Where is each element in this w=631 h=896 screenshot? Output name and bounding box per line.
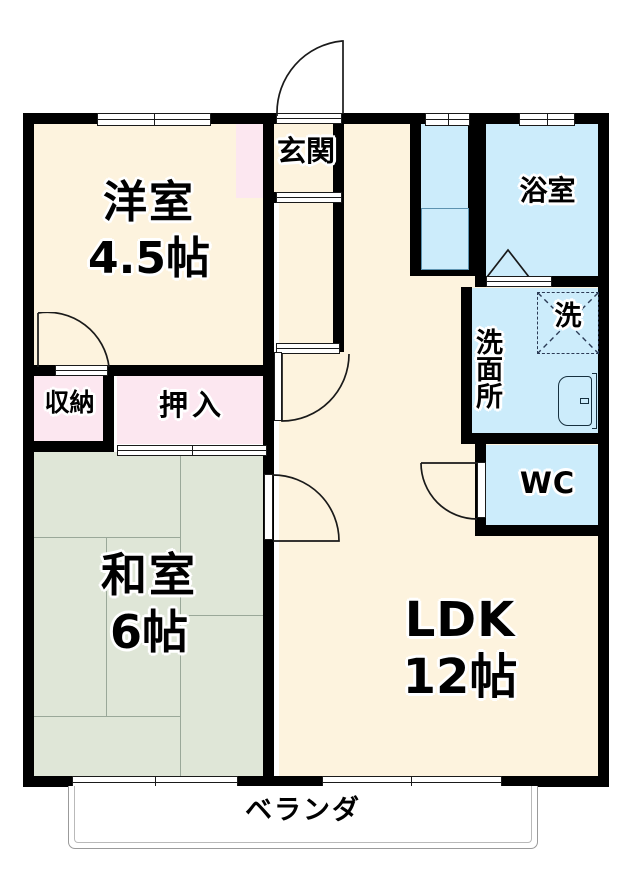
entrance-door-panel[interactable] xyxy=(276,113,342,124)
wall-yoshitsu-right-lower xyxy=(263,198,274,376)
room-fill-yoshitsu xyxy=(31,121,267,375)
label-yoshitsu-size: 4.5帖 xyxy=(88,233,210,284)
label-ldk-size: 12帖 xyxy=(402,649,518,705)
bath-folding-door-icon xyxy=(486,248,530,278)
washer-label: 洗 xyxy=(554,301,582,332)
room-fill-washitsu xyxy=(31,452,267,783)
tatami-seam xyxy=(180,615,267,617)
entrance-door-swing-arc xyxy=(276,40,344,116)
tatami-seam xyxy=(31,716,181,718)
label-wc: WC xyxy=(519,466,576,500)
wall-closet-divider xyxy=(103,365,114,452)
room-fill-wc xyxy=(486,445,609,535)
wall-yoshitsu-right-upper xyxy=(263,113,274,203)
closet-sliding-doors[interactable] xyxy=(117,445,267,456)
wall-bath-left xyxy=(475,113,486,279)
bedroom-window[interactable] xyxy=(97,113,211,126)
veranda-outline xyxy=(68,786,538,849)
label-yokushitsu: 浴室 xyxy=(519,174,576,207)
wall-hall-left xyxy=(263,365,274,463)
wc-door-swing-arc xyxy=(420,462,478,520)
hall-door-swing-arc xyxy=(281,353,351,422)
washing-machine-icon xyxy=(537,292,599,354)
label-washitsu-name: 和室 xyxy=(101,548,197,602)
veranda-outline-inner xyxy=(74,786,532,843)
wall-hall-right-upper xyxy=(333,198,344,352)
tatami-seam xyxy=(106,537,108,717)
bedroom-door-swing-arc xyxy=(37,311,111,368)
bathtub-icon xyxy=(421,208,469,270)
wall-wc-bottom xyxy=(475,525,609,536)
exterior-wall-bottom xyxy=(23,776,609,787)
label-senmenjo: 洗面所 xyxy=(471,327,502,409)
label-washitsu-size: 6帖 xyxy=(109,605,188,659)
room-fill-shuno xyxy=(31,375,108,444)
genkan-inner-door[interactable] xyxy=(276,192,342,203)
tatami-room-door-swing-arc xyxy=(272,474,340,542)
wall-yoshitsu-bottom xyxy=(23,365,274,376)
wall-senmenjo-left xyxy=(461,287,472,436)
tatami-seam xyxy=(180,452,182,783)
label-ldk-name: LDK xyxy=(404,592,516,648)
label-genkan: 玄関 xyxy=(276,134,335,168)
wall-senmenjo-bottom xyxy=(461,433,609,444)
bedroom-door-panel[interactable] xyxy=(55,365,108,376)
bath-door-panel[interactable] xyxy=(486,276,552,287)
label-oshiire: 押入 xyxy=(158,388,225,422)
exterior-wall-right xyxy=(598,113,609,787)
hall-door-panel[interactable] xyxy=(276,343,340,354)
wall-genkan-right xyxy=(333,113,344,203)
kitchen-window[interactable] xyxy=(425,113,470,126)
label-veranda: ベランダ xyxy=(245,795,361,826)
wall-shuno-bottom xyxy=(23,441,114,452)
wc-door-leaf[interactable] xyxy=(477,462,486,518)
wall-kitchen-bottom xyxy=(410,265,478,276)
wall-kitchen-left xyxy=(410,113,421,276)
bath-window[interactable] xyxy=(519,113,575,126)
room-fill-oshiire xyxy=(117,375,267,444)
label-shuno: 収納 xyxy=(44,388,95,417)
wall-washitsu-right xyxy=(263,452,274,787)
label-yoshitsu-name: 洋室 xyxy=(103,177,195,228)
wall-kitchen-right xyxy=(468,113,478,276)
tatami-room-door-leaf[interactable] xyxy=(264,474,273,540)
vanity-sink-icon xyxy=(558,373,597,429)
